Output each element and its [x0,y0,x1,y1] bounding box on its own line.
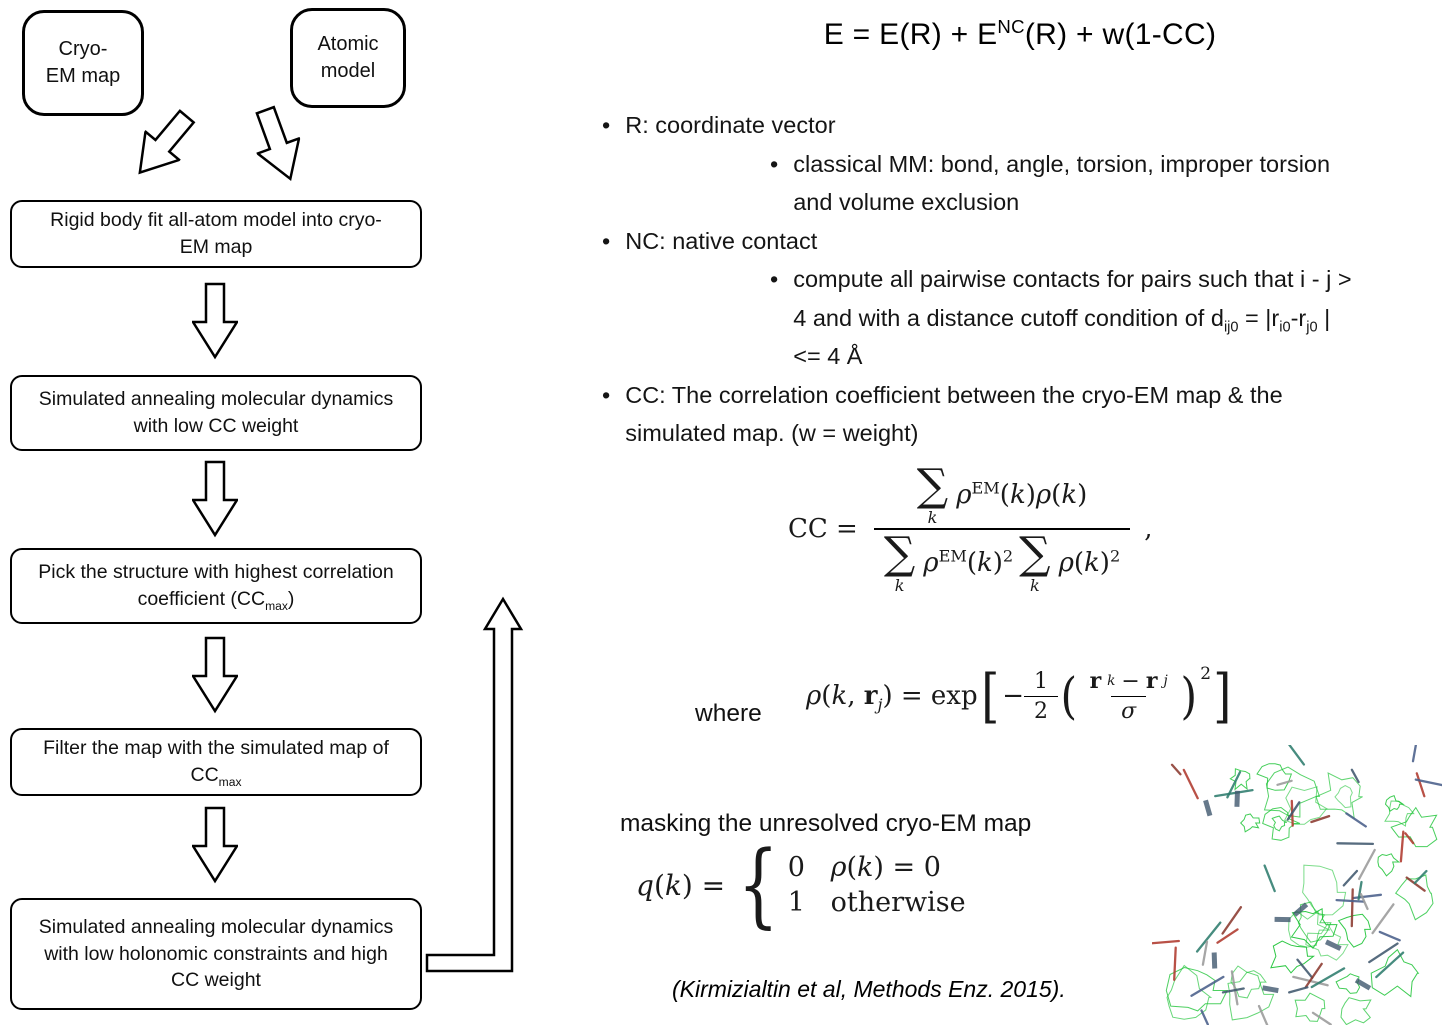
cc-denominator-left: ρEM(k)2 [923,546,1014,578]
bullet-item-nc: • NC: native contact [602,222,1442,261]
flow-step-filter-map: Filter the map with the simulated map of… [10,728,422,796]
close-bracket: ] [1213,661,1232,730]
bullet-item-r: • R: coordinate vector [602,106,1442,145]
flow-step-sa-md-low-cc: Simulated annealing molecular dynamics w… [10,375,422,451]
sum-symbol: ∑k [916,460,949,527]
comma: , [1144,514,1153,544]
merge-arrow-right-icon [255,105,301,182]
flow-arrow-down-icon [192,282,238,360]
open-bracket: [ [980,661,999,730]
energy-equation: E = E(R) + ENC(R) + w(1-CC) [823,16,1217,51]
bullet-text: CC: The correlation coefficient between … [625,381,1283,447]
bullet-text: compute all pairwise contacts for pairs … [793,266,1352,369]
bullet-item-classical-mm: • classical MM: bond, angle, torsion, im… [770,145,1442,222]
one-half-fraction: 1 2 [1024,667,1059,726]
merge-arrow-left-icon [138,109,196,175]
sum-symbol: ∑k [1019,528,1051,595]
case-rows: 0 ρ(k) = 0 1 otherwise [788,852,966,918]
bullet-text: R: coordinate vector [625,112,836,138]
open-paren: ( [1060,666,1078,725]
flow-arrow-down-icon [192,460,238,538]
flow-arrow-down-icon [192,806,238,884]
case-row-zero: 0 ρ(k) = 0 [787,852,941,884]
bullet-list: • R: coordinate vector • classical MM: b… [602,106,1442,453]
flow-step-rigid-body-fit: Rigid body fit all-atom model into cryo-… [10,200,422,268]
flow-step-label: Simulated annealing molecular dynamics w… [38,915,394,992]
bullet-icon: • [770,150,779,177]
cc-formula-lhs: CC = [788,514,858,544]
minus-sign: − [1002,681,1025,711]
kernel-lhs: ρ(k, rj) = exp [806,681,978,715]
cc-formula: CC = ∑k ρEM(k)ρ(k) ∑k ρEM(k)2 ∑k ρ(k)2 , [788,462,1152,596]
cc-denominator-right: ρ(k)2 [1058,546,1121,578]
close-paren: ) [1180,666,1197,725]
mask-lhs: q(k) = [636,868,726,902]
where-label: where [695,700,762,727]
flow-step-sa-md-high-cc: Simulated annealing molecular dynamics w… [10,898,422,1010]
bullet-text: NC: native contact [625,227,818,254]
bullet-icon: • [602,381,611,408]
squared-exponent: 2 [1200,664,1212,684]
flow-input-cryo-em-map: Cryo-EM map [22,10,144,116]
bullet-icon: • [602,227,611,254]
bullet-item-pairwise-contacts: • compute all pairwise contacts for pair… [770,260,1442,376]
masking-caption: masking the unresolved cryo-EM map [620,810,1032,837]
case-brace: { [737,831,779,938]
bullet-icon: • [770,266,779,292]
sum-symbol: ∑k [883,528,916,595]
flow-input-label: Cryo-EM map [45,38,121,87]
molecular-structure-image [1152,745,1442,1025]
bullet-item-cc: • CC: The correlation coefficient betwee… [602,376,1442,453]
flow-step-label: Pick the structure with highest correlat… [38,561,394,613]
citation: (Kirmizialtin et al, Methods Enz. 2015). [672,976,1066,1002]
cc-numerator: ρEM(k)ρ(k) [956,478,1088,510]
flow-step-pick-structure: Pick the structure with highest correlat… [10,548,422,624]
case-row-one: 1 otherwise [787,887,966,919]
bullet-text: classical MM: bond, angle, torsion, impr… [793,150,1331,216]
flow-step-label: Rigid body fit all-atom model into cryo-… [50,209,382,258]
flow-arrow-down-icon [192,636,238,714]
flow-step-label: Simulated annealing molecular dynamics w… [38,388,394,437]
bullet-icon: • [602,112,611,138]
flow-step-label: Filter the map with the simulated map of… [43,737,389,789]
loop-back-arrow-icon [425,596,524,973]
mask-function-formula: q(k) = { 0 ρ(k) = 0 1 otherwise [636,831,966,938]
